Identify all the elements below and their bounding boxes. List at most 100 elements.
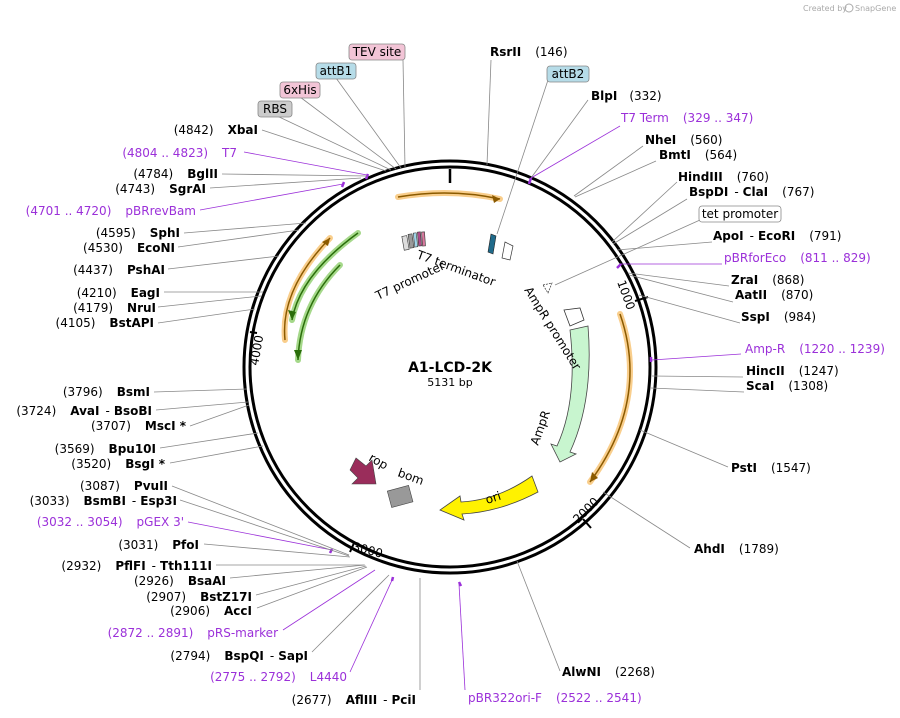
attb1-mark [412,232,419,248]
snapgene-logo-icon [844,3,854,13]
t7-promoter-arrow [401,235,410,251]
leader-alwni [516,560,561,672]
leader-bglii [221,173,368,177]
primer-pbr322ori-f: pBR322ori-F(2522 .. 2541) [468,691,642,705]
enzyme-scai: ScaI(1308) [746,379,828,393]
backbone-outer-circle [242,159,658,575]
enzyme-bstz17i: (2907)BstZ17I [146,590,252,604]
ori-feature [439,475,539,521]
enzyme-bstapi: (4105)BstAPI [56,316,154,330]
leader-pbr322ori-f [458,583,466,691]
leader-hincii [651,375,744,378]
his-tag-box: 6xHis [279,81,321,99]
enzyme-econi: (4530)EcoNI [83,241,175,255]
leader-zrai [627,272,730,287]
leader-sphi [183,222,307,234]
leader-bstapi [157,308,256,324]
primer-l4440: (2775 .. 2792)L4440 [210,670,347,684]
plasmid-size: 5131 bp [427,376,472,389]
primer-mark-pbrforeco [616,263,622,269]
leader-prs-marker [282,569,376,631]
primer-t7: (4804 .. 4823)T7 [122,146,237,160]
leader-blpi [530,99,589,179]
his-tag-label: 6xHis [283,83,316,97]
leader-psti [639,429,729,468]
leader-aatii [628,274,734,303]
green-arc-inner [297,264,341,361]
leader-rsrii [486,59,492,166]
leader-amp-r [651,353,742,361]
green-arc-outer-arrowhead [288,310,296,320]
leader-pfoi [203,543,351,558]
leader-pbrrevbam [199,183,344,211]
leader-pgex3 [187,521,333,551]
primer-pbrrevbam: (4701 .. 4720)pBRrevBam [26,204,196,218]
primer-mark-t7 [364,173,370,180]
bom-feature [386,485,414,508]
enzyme-hincii: HincII(1247) [746,364,839,378]
leader-avai [155,401,249,411]
enzyme-pflfi-tth111i: (2932)PflFI-Tth111I [61,559,212,573]
ampr-gene [550,325,590,463]
credit-prefix: Created by [803,4,847,13]
tet-promoter-box-bg [698,205,782,223]
enzyme-aatii: AatII(870) [735,288,813,302]
enzyme-blpi: BlpI(332) [591,89,662,103]
enzyme-afliii-pcii: (2677)AflIII-PciI [292,693,416,707]
attb2-label: attB2 [552,67,585,81]
enzyme-ahdi: AhdI(1789) [694,542,779,556]
leader-bsmbi [179,499,350,557]
leader-bsmi [153,388,248,393]
leader-bstz17i [255,565,367,596]
primer-t7-term: T7 Term(329 .. 347) [620,111,753,125]
leader-hindiii [611,181,678,243]
leader-rbs [274,114,392,171]
primer-prs-marker: (2872 .. 2891)pRS-marker [108,626,278,640]
leader-bspqi [311,574,390,653]
enzyme-bspqi-sapi: (2794)BspQI-SapI [170,649,308,663]
enzyme-avai-bsobi: (3724)AvaI-BsoBI [16,404,152,418]
green-arc-inner-halo [295,262,343,363]
enzyme-hindiii: HindIII(760) [678,170,769,184]
orf-arc-right-arrowhead [590,472,598,482]
leader-ahdi [602,491,691,549]
enzyme-bsmbi-esp3i: (3033)BsmBI-Esp3I [30,494,177,508]
enzyme-acci: (2906)AccI [170,604,252,618]
tet-promoter-label: tet promoter [702,207,778,221]
enzyme-rsrii: RsrII(146) [490,45,568,59]
enzyme-pvuii: (3087)PvuII [80,479,168,493]
enzyme-pshai: (4437)PshAI [73,263,165,277]
t7-terminator-mark [501,241,514,261]
enzyme-bspdi-clai: BspDI-ClaI(767) [689,185,814,199]
leader-apoi [616,241,713,251]
leader-6xhis [299,96,397,170]
primer-amp-r: Amp-R(1220 .. 1239) [745,342,885,356]
leader-bpu10i [159,432,259,449]
attb2-box: attB2 [546,65,590,83]
enzyme-pfoi: (3031)PfoI [118,538,199,552]
ampr-label: AmpR [528,409,553,447]
rop-feature [349,457,377,485]
tet-promoter-box: tet promoter [698,205,782,223]
enzyme-bsaai: (2926)BsaAI [134,574,226,588]
green-arc-outer [291,232,359,321]
leader-tet-promoter [554,219,701,286]
primer-mark-pbrrevbam [340,181,346,188]
enzyme-msci: (3707)MscI * [91,419,187,433]
green-arc-inner-arrowhead [294,350,302,360]
leader-msci [189,404,250,427]
leader-econi [177,229,300,248]
orf-arc-right-halo [587,311,633,485]
orf-arc-right [589,313,631,483]
tick-3000 [349,542,355,553]
tick-2000 [582,518,592,529]
rbs-mark [407,233,415,249]
credit-brand: SnapGene [855,4,896,13]
enzyme-xbai: (4842)XbaI [174,123,258,137]
leader-pshai [167,255,280,270]
leader-bsaai [229,564,366,579]
leader-sspi [638,294,741,324]
orf-arc-top [397,192,501,200]
attb1-box: attB1 [315,62,357,80]
leader-acci [256,566,368,609]
